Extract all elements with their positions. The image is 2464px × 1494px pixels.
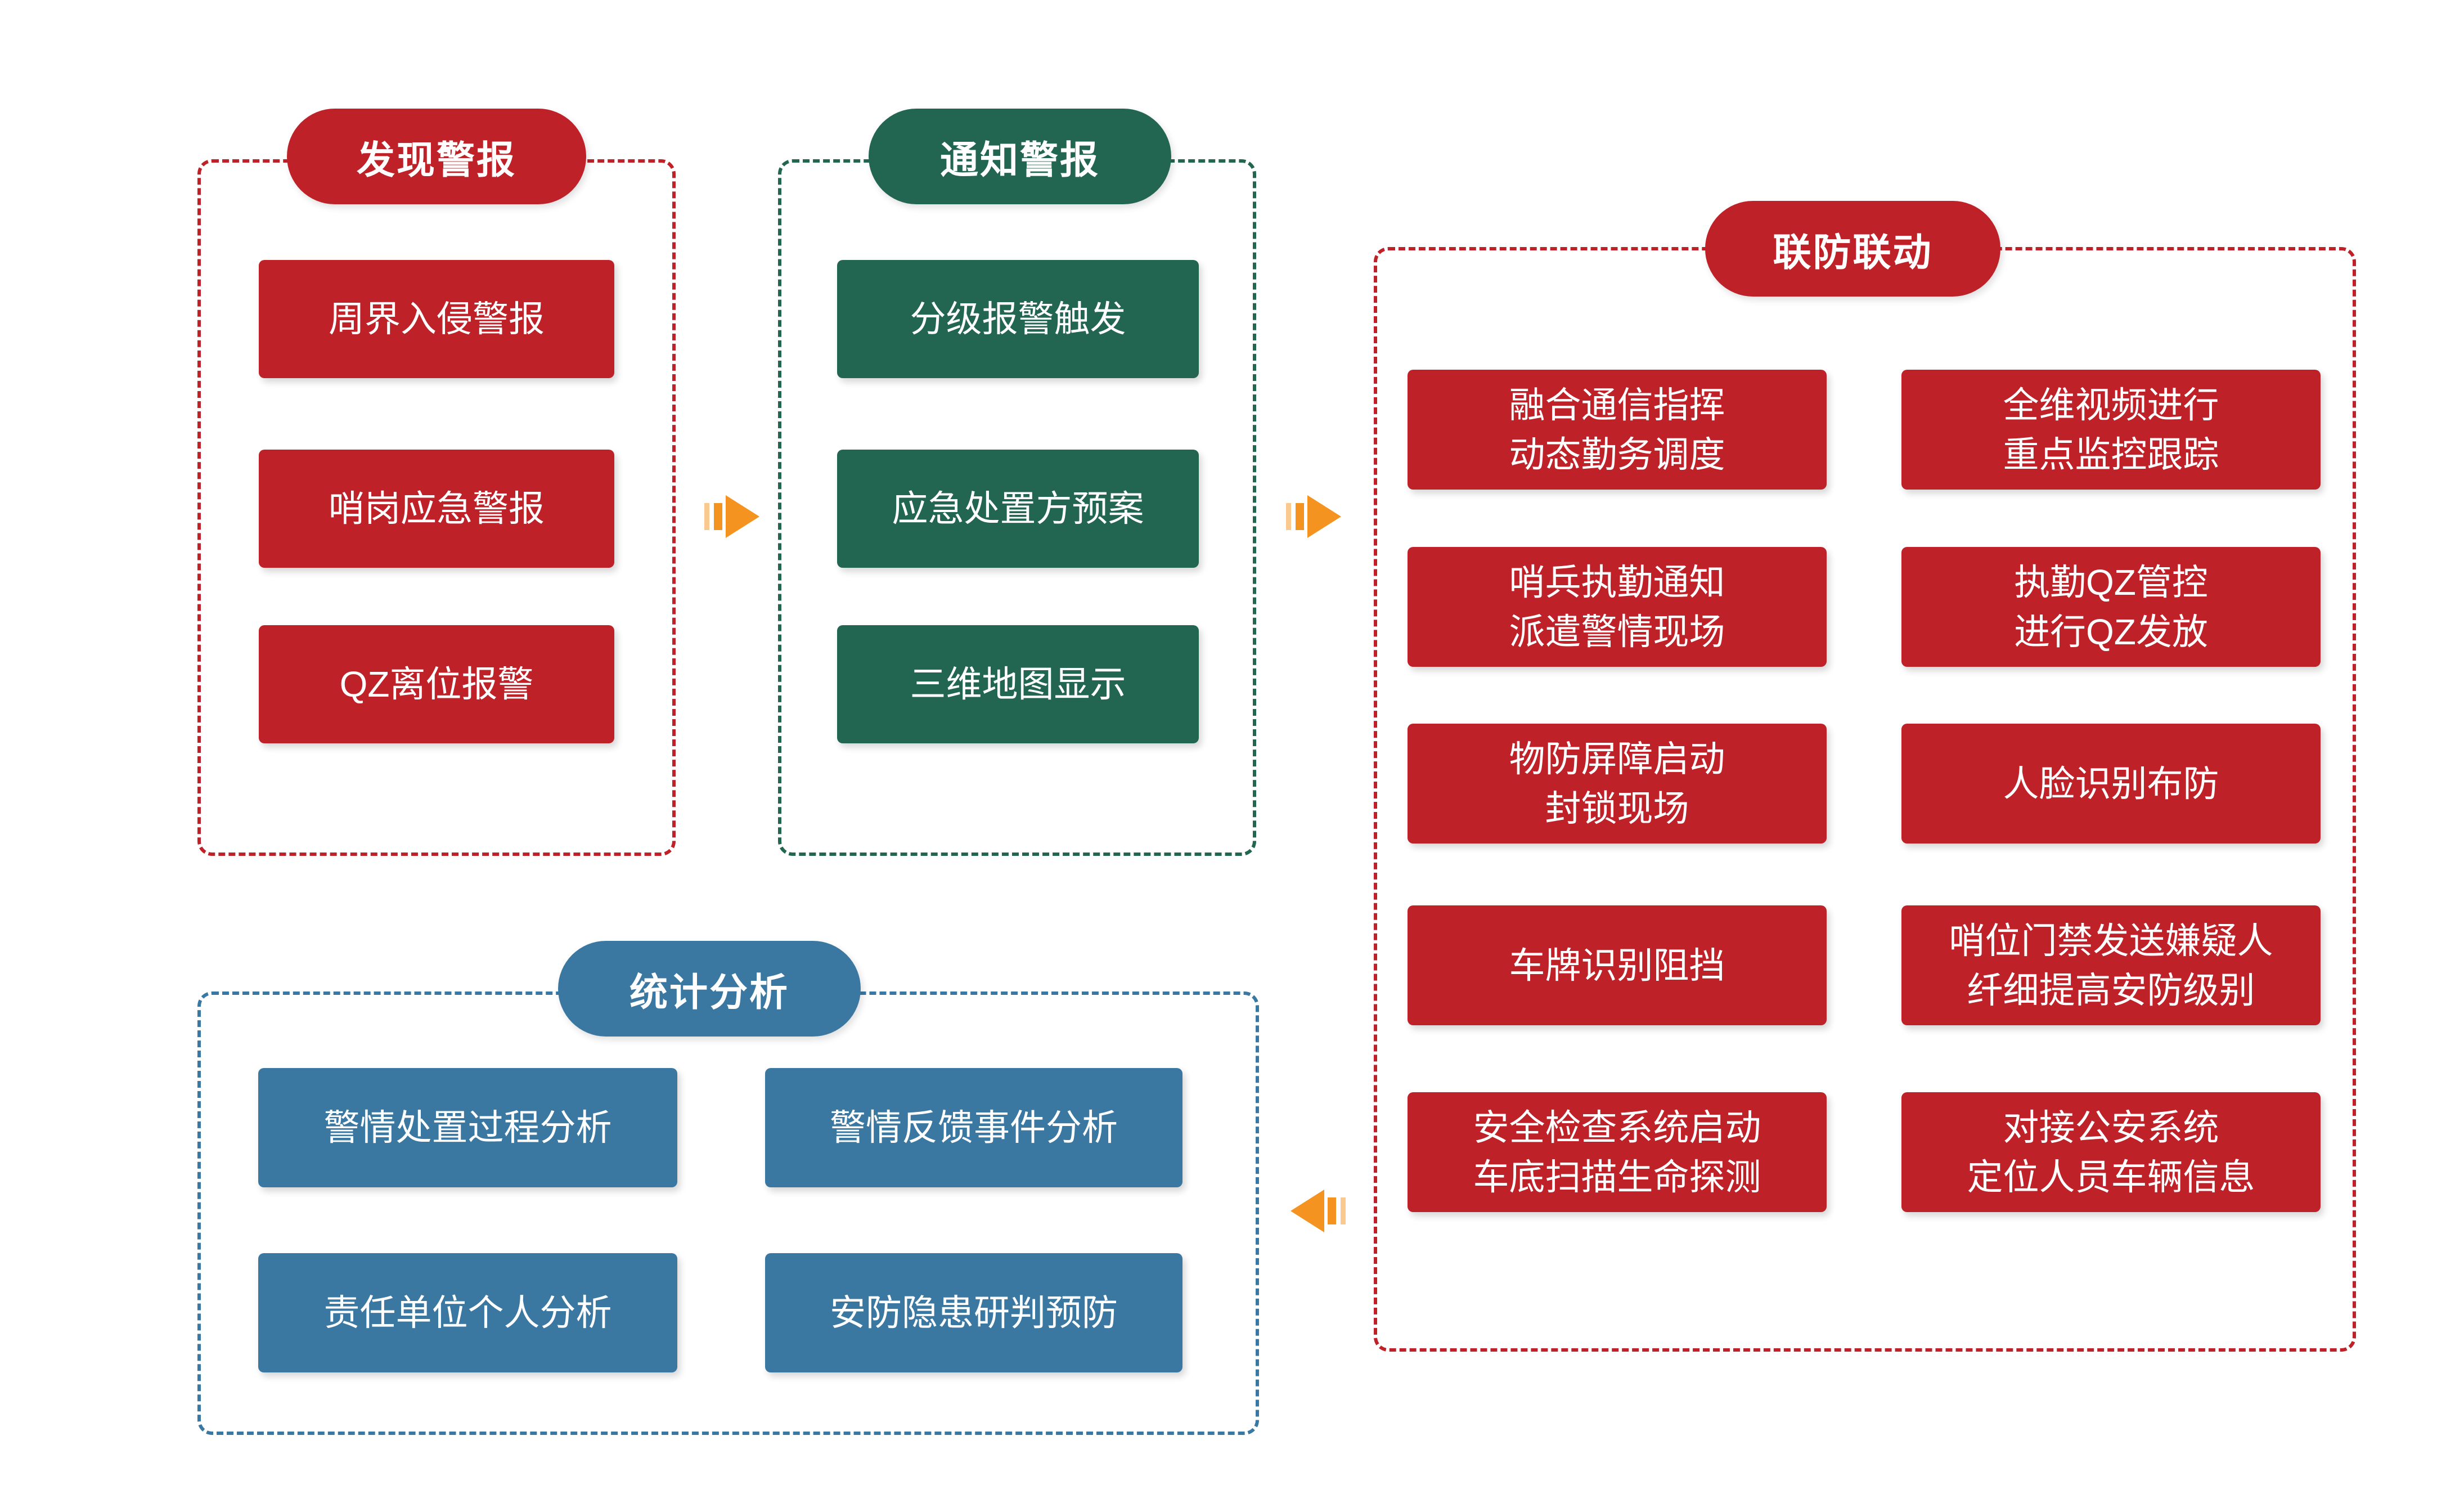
node-text-line: 对接公安系统 <box>2003 1107 2219 1148</box>
node-text-line: 重点监控跟踪 <box>2003 434 2219 475</box>
node-text-line: 安防隐患研判预防 <box>830 1293 1118 1333</box>
node-tiered-alarm-trigger: 分级报警触发 <box>837 260 1199 378</box>
node-post-access-suspect-alert: 哨位门禁发送嫌疑人 纤细提高安防级别 <box>1901 905 2321 1025</box>
node-sentry-post-emergency-alarm: 哨岗应急警报 <box>259 450 614 568</box>
node-text-line: 哨兵执勤通知 <box>1509 562 1725 603</box>
node-text-line: 三维地图显示 <box>910 664 1126 705</box>
node-text-line: 派遣警情现场 <box>1509 611 1725 652</box>
arrow-discover-to-notify-icon <box>704 494 761 539</box>
node-plate-recognition-block: 车牌识别阻挡 <box>1408 905 1827 1025</box>
node-security-risk-prediction: 安防隐患研判预防 <box>765 1253 1182 1372</box>
node-text-line: 执勤QZ管控 <box>2014 562 2208 603</box>
node-duty-qz-control-issue: 执勤QZ管控 进行QZ发放 <box>1901 547 2321 667</box>
node-sentry-duty-notice-dispatch: 哨兵执勤通知 派遣警情现场 <box>1408 547 1827 667</box>
arrow-notify-to-joint-icon <box>1286 494 1342 539</box>
node-face-recognition-deployment: 人脸识别布防 <box>1901 724 2321 844</box>
node-text-line: QZ离位报警 <box>339 664 534 705</box>
node-police-system-link-locate: 对接公安系统 定位人员车辆信息 <box>1901 1092 2321 1212</box>
node-text-line: 融合通信指挥 <box>1509 384 1725 425</box>
node-text-line: 人脸识别布防 <box>2003 763 2219 804</box>
arrow-joint-to-stats-icon <box>1289 1188 1346 1233</box>
node-alarm-handling-process-analysis: 警情处置过程分析 <box>258 1068 677 1187</box>
node-text-line: 封锁现场 <box>1545 788 1689 829</box>
node-text-line: 全维视频进行 <box>2003 384 2219 425</box>
node-text-line: 物防屏障启动 <box>1509 738 1725 779</box>
node-text-line: 警情反馈事件分析 <box>830 1107 1118 1148</box>
section-joint-defense-title: 联防联动 <box>1705 201 2000 297</box>
node-text-line: 动态勤务调度 <box>1509 434 1725 475</box>
node-text-line: 责任单位个人分析 <box>323 1293 612 1333</box>
node-text-line: 进行QZ发放 <box>2014 611 2208 652</box>
node-text-line: 警情处置过程分析 <box>323 1107 612 1148</box>
node-text-line: 安全检查系统启动 <box>1473 1107 1761 1148</box>
node-3d-map-display: 三维地图显示 <box>837 625 1199 743</box>
node-text-line: 纤细提高安防级别 <box>1967 970 2255 1011</box>
node-full-video-priority-tracking: 全维视频进行 重点监控跟踪 <box>1901 370 2321 490</box>
node-converged-comms-dispatch: 融合通信指挥 动态勤务调度 <box>1408 370 1827 490</box>
node-responsible-unit-person-analysis: 责任单位个人分析 <box>258 1253 677 1372</box>
node-text-line: 哨岗应急警报 <box>329 488 545 529</box>
node-qz-off-position-alarm: QZ离位报警 <box>259 625 614 743</box>
node-physical-barrier-lockdown: 物防屏障启动 封锁现场 <box>1408 724 1827 844</box>
node-text-line: 分级报警触发 <box>910 299 1126 339</box>
node-security-check-underbody-scan: 安全检查系统启动 车底扫描生命探测 <box>1408 1092 1827 1212</box>
node-text-line: 车底扫描生命探测 <box>1473 1156 1761 1197</box>
section-notify-alarm-title: 通知警报 <box>869 109 1171 204</box>
node-perimeter-intrusion-alarm: 周界入侵警报 <box>259 260 614 378</box>
node-alarm-feedback-event-analysis: 警情反馈事件分析 <box>765 1068 1182 1187</box>
section-statistical-analysis-title: 统计分析 <box>558 941 861 1037</box>
section-discover-alarm-title: 发现警报 <box>287 109 586 204</box>
node-text-line: 应急处置方预案 <box>892 488 1144 529</box>
node-text-line: 周界入侵警报 <box>329 299 545 339</box>
node-text-line: 哨位门禁发送嫌疑人 <box>1949 920 2273 961</box>
node-emergency-response-plan: 应急处置方预案 <box>837 450 1199 568</box>
node-text-line: 定位人员车辆信息 <box>1967 1156 2255 1197</box>
node-text-line: 车牌识别阻挡 <box>1509 945 1725 986</box>
